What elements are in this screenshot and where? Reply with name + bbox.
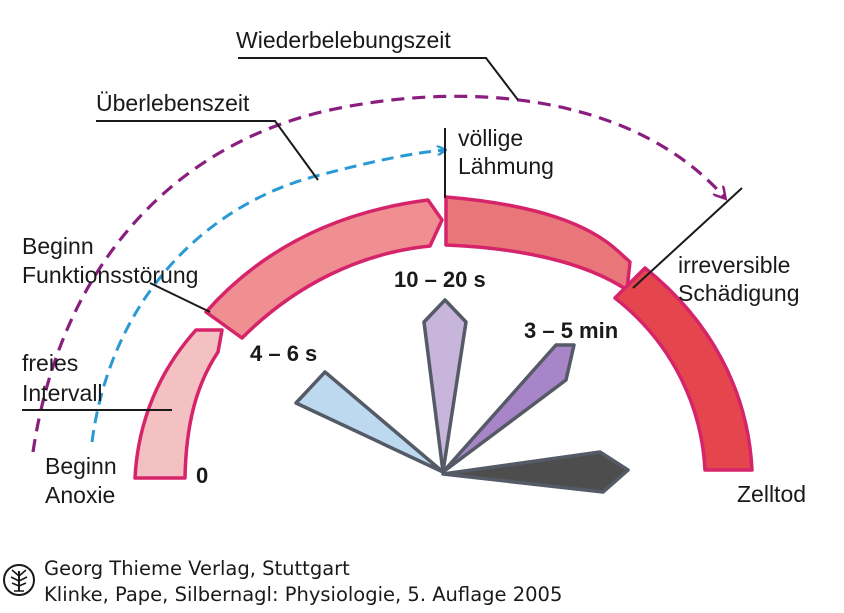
label-beginn-anoxie-2: Anoxie — [45, 482, 115, 508]
label-irreversible: irreversible — [678, 252, 790, 278]
ueberlebenszeit-arrow — [90, 150, 445, 443]
segment-freies-intervall — [133, 328, 224, 480]
label-schaedigung: Schädigung — [678, 280, 800, 306]
label-beginn-funktion-2: Funktionsstörung — [22, 262, 198, 288]
time-4-6s: 4 – 6 s — [250, 341, 317, 366]
label-beginn-funktion-1: Beginn — [22, 233, 94, 259]
time-zero: 0 — [196, 463, 208, 488]
label-ueberlebenszeit: Überlebenszeit — [96, 90, 250, 116]
leader-ueberlebenszeit — [96, 120, 319, 181]
segment-funktionsstoerung — [204, 198, 444, 340]
needle-3-5min — [441, 343, 576, 474]
label-voellige: völlige — [458, 125, 523, 151]
needle-4-6s — [294, 370, 445, 474]
leader-irreversibel — [632, 187, 743, 289]
label-beginn-anoxie-1: Beginn — [45, 453, 117, 479]
segment-irreversibel — [613, 266, 754, 472]
label-freies: freies — [22, 350, 78, 376]
segment-laehmung — [444, 195, 632, 292]
leader-wiederbelebungszeit — [238, 57, 519, 101]
label-laehmung: Lähmung — [458, 153, 554, 179]
label-intervall: Intervall — [22, 380, 103, 406]
credit-line-1: Georg Thieme Verlag, Stuttgart — [44, 557, 350, 580]
needle-zelltod — [441, 450, 630, 494]
label-zelltod: Zelltod — [737, 481, 806, 507]
label-wiederbelebungszeit: Wiederbelebungszeit — [236, 27, 451, 53]
time-10-20s: 10 – 20 s — [394, 267, 486, 292]
thieme-logo — [3, 564, 35, 596]
leader-lines — [22, 57, 743, 411]
needles — [294, 298, 630, 494]
credit-line-2: Klinke, Pape, Silbernagl: Physiologie, 5… — [44, 583, 562, 606]
needle-10-20s — [422, 298, 468, 474]
time-3-5min: 3 – 5 min — [524, 318, 618, 343]
wiederbelebungszeit-arrow — [31, 94, 725, 453]
leader-beginn-funktion — [149, 282, 211, 313]
